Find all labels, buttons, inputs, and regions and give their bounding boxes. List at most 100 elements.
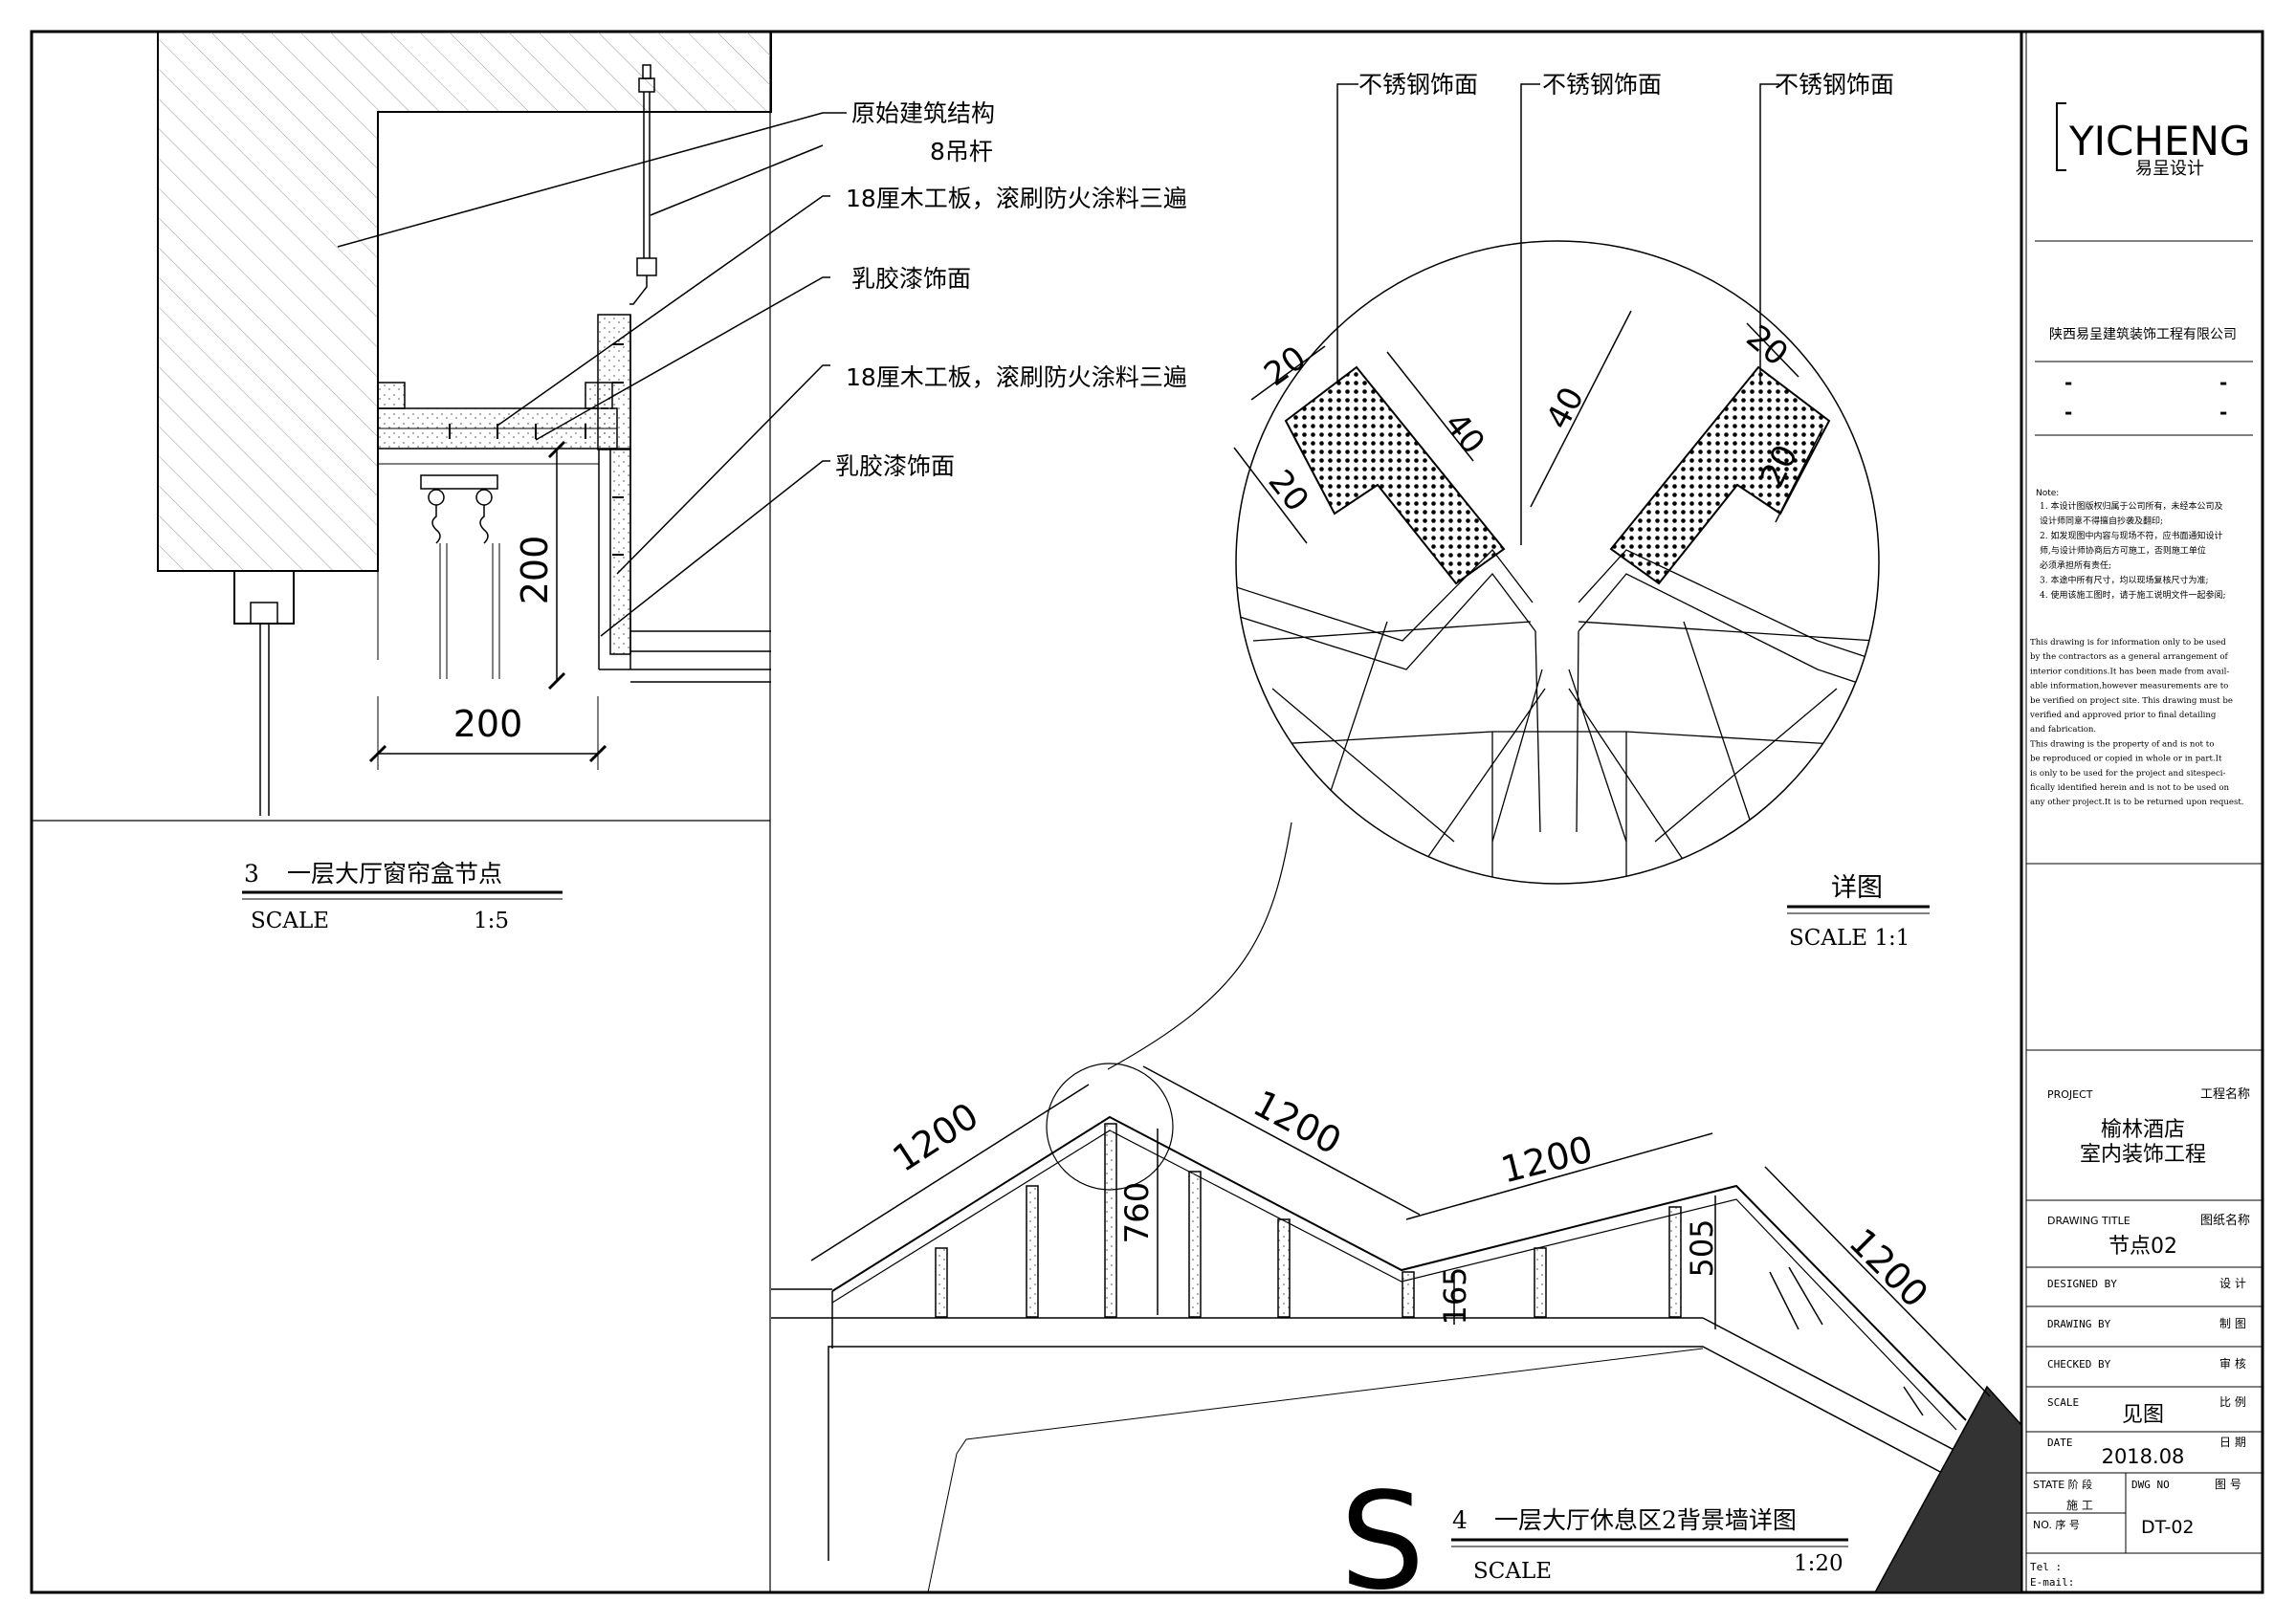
sheet-frame — [30, 30, 2264, 1594]
steel-profile-right — [1609, 365, 1831, 585]
note-line: verified and approved prior to final det… — [2029, 711, 2217, 720]
company-logo: YICHENG 易呈设计 — [2056, 102, 2250, 179]
drawing-by-label: DRAWING BY — [2047, 1318, 2111, 1330]
note-line: and fabrication. — [2030, 725, 2096, 735]
drawing-by-label-cn: 制 图 — [2219, 1317, 2246, 1330]
zoom-title: 详图 — [1831, 873, 1883, 903]
scale-value: 见图 — [2122, 1403, 2164, 1427]
designed-label-cn: 设 计 — [2219, 1277, 2246, 1290]
tel-label: Tel : — [2030, 1561, 2062, 1573]
drawing-title-label: DRAWING TITLE — [2047, 1215, 2130, 1227]
drawing-title: 节点02 — [2108, 1235, 2177, 1259]
date-label: DATE — [2047, 1437, 2073, 1449]
detail4-title: 一层大厅休息区2背景墙详图 — [1494, 1506, 1797, 1534]
logo-text: YICHENG — [2068, 118, 2250, 164]
dim-zoom-40-a: 40 — [1437, 406, 1492, 462]
note-line: is only to be used for the project and s… — [2030, 769, 2226, 779]
detail4-scale: 1:20 — [1794, 1551, 1843, 1576]
designed-label: DESIGNED BY — [2047, 1278, 2117, 1290]
blank-dash-1: - — [2064, 371, 2072, 394]
checked-label: CHECKED BY — [2047, 1358, 2111, 1371]
zoom-detail: 不锈钢饰面 不锈钢饰面 不锈钢饰面 20 20 40 40 20 20 详图 S… — [1107, 71, 1930, 1070]
logo-text-cn: 易呈设计 — [2135, 159, 2204, 179]
note-line: 设计师同意不得擅自抄袭及翻印; — [2040, 515, 2163, 527]
detail4-scale-label: SCALE — [1473, 1559, 1552, 1584]
dim-wall-505: 505 — [1684, 1218, 1720, 1277]
label-wood-board-1: 18厘木工板，滚刷防火涂料三遍 — [846, 185, 1187, 212]
zoom-scale: SCALE 1:1 — [1789, 926, 1910, 951]
shadow-wedge — [1873, 1385, 2022, 1593]
no-label: NO. 序 号 — [2033, 1518, 2080, 1531]
checked-label-cn: 审 核 — [2219, 1356, 2246, 1371]
state-label: STATE 阶 段 — [2033, 1478, 2092, 1491]
dwgno-label: DWG NO — [2131, 1479, 2170, 1491]
note-line: 师,与设计师协商后方可施工，否则施工单位 — [2040, 545, 2206, 557]
note-line: This drawing is for information only to … — [2030, 638, 2226, 647]
zigzag-profile — [831, 1115, 1967, 1421]
label-latex-paint-1: 乳胶漆饰面 — [851, 265, 971, 293]
dim-wall-1200-b: 1200 — [1247, 1082, 1348, 1162]
support-posts — [935, 1123, 1924, 1416]
concrete-structure — [157, 31, 772, 572]
zoom-circle — [1235, 240, 1880, 885]
note-line: able information,however measurements ar… — [2030, 682, 2228, 691]
dim-wall-1200-a: 1200 — [885, 1094, 985, 1180]
wall-profile — [233, 570, 295, 816]
detail3-scale: 1:5 — [474, 909, 509, 933]
label-original-structure: 原始建筑结构 — [851, 99, 995, 127]
label-latex-paint-2: 乳胶漆饰面 — [835, 452, 955, 480]
dwgno-label-cn: 图 号 — [2215, 1478, 2241, 1491]
dim-zoom-40-b: 40 — [1538, 381, 1592, 435]
note-line: 必须承担所有责任; — [2040, 559, 2111, 571]
dimension-horizontal: 200 — [368, 696, 607, 770]
background-wall-detail: 1200 1200 1200 1200 760 165 505 S 4 一层大厅… — [771, 1063, 2022, 1620]
notes-english: This drawing is for information only to … — [2029, 638, 2244, 807]
detail4-number: 4 — [1452, 1506, 1468, 1534]
note-line: 2. 如发现图中内容与现场不符，应书面通知设计 — [2040, 530, 2222, 541]
label-stainless-1: 不锈钢饰面 — [1358, 71, 1478, 99]
label-wood-board-2: 18厘木工板，滚刷防火涂料三遍 — [846, 363, 1187, 391]
project-label-cn: 工程名称 — [2200, 1086, 2250, 1102]
dim-wall-760: 760 — [1118, 1182, 1157, 1244]
note-line: interior conditions.It has been made fro… — [2030, 667, 2229, 676]
dimension-vertical: 200 — [514, 440, 566, 691]
date-label-cn: 日 期 — [2219, 1436, 2246, 1449]
blank-dash-4: - — [2219, 401, 2227, 424]
email-label: E-mail: — [2030, 1576, 2074, 1589]
note-line: fically identified herein and is not to … — [2030, 783, 2229, 793]
label-stainless-2: 不锈钢饰面 — [1542, 71, 1662, 99]
dim-wall-1200-c: 1200 — [1497, 1128, 1597, 1191]
note-line: 4. 使用该施工图时，请于施工说明文件一起参阅; — [2040, 589, 2225, 601]
hanger-rod — [629, 64, 657, 305]
dim-horizontal-200: 200 — [453, 703, 523, 745]
notes-title: Note: — [2036, 489, 2059, 498]
label-stainless-3: 不锈钢饰面 — [1775, 71, 1894, 99]
detail3-scale-label: SCALE — [251, 909, 329, 933]
note-line: 1. 本设计图版权归属于公司所有，未经本公司及 — [2040, 500, 2222, 512]
steel-profile-left — [1284, 365, 1506, 585]
note-line: This drawing is the property of and is n… — [2030, 739, 2214, 749]
curtain-box-detail: 原始建筑结构 8吊杆 18厘木工板，滚刷防火涂料三遍 乳胶漆饰面 18厘木工板，… — [157, 31, 1187, 933]
state-value: 施 工 — [2066, 1499, 2093, 1512]
section-mark: S — [1340, 1464, 1425, 1620]
dim-zoom-20-a: 20 — [1257, 339, 1314, 394]
wood-board-assembly — [377, 314, 771, 683]
note-line: by the contractors as a general arrangem… — [2030, 652, 2229, 662]
detail3-title: 一层大厅窗帘盒节点 — [287, 860, 502, 888]
label-hanger-rod: 8吊杆 — [930, 138, 993, 165]
drawing-number: DT-02 — [2141, 1517, 2195, 1538]
blank-dash-2: - — [2219, 371, 2227, 394]
dim-wall-165: 165 — [1437, 1266, 1473, 1325]
project-label: PROJECT — [2047, 1088, 2093, 1101]
curtain-track — [420, 474, 500, 679]
note-line: any other project.It is to be returned u… — [2030, 798, 2244, 807]
project-name-1: 榆林酒店 — [2101, 1118, 2185, 1142]
scale-label: SCALE — [2047, 1396, 2079, 1409]
dim-vertical-200: 200 — [514, 536, 556, 605]
detail3-number: 3 — [244, 860, 259, 888]
company-name: 陕西易呈建筑装饰工程有限公司 — [2049, 327, 2237, 342]
title-block: YICHENG 易呈设计 陕西易呈建筑装饰工程有限公司 - - - - Note… — [2026, 102, 2263, 1589]
leader-lines — [337, 112, 847, 637]
